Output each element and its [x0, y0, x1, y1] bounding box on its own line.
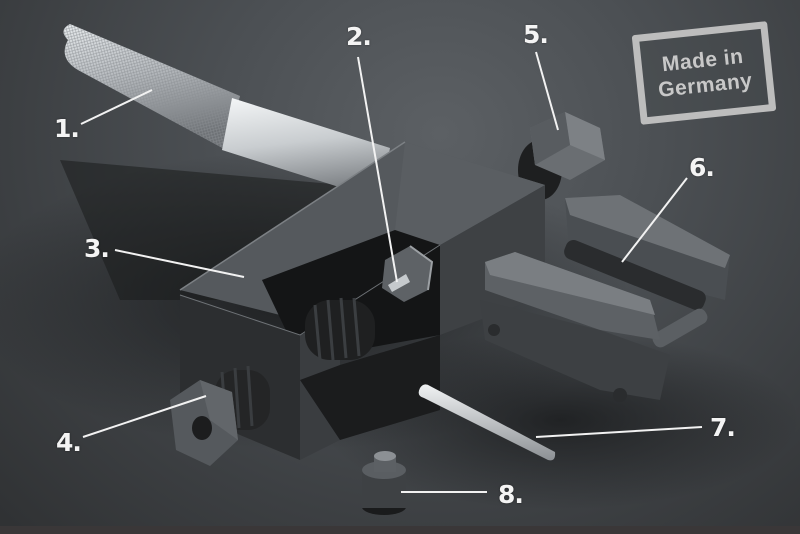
leader-line-7: [535, 426, 703, 438]
callout-1: 1.: [54, 114, 80, 143]
rivet-pin: [418, 384, 556, 461]
leader-lines: [80, 51, 703, 493]
leader-line-1: [80, 89, 153, 125]
callout-4: 4.: [56, 428, 82, 457]
bottom-border: [0, 526, 800, 534]
leader-line-6: [621, 177, 688, 263]
hex-cap-nut: [518, 112, 605, 200]
callout-2: 2.: [346, 22, 372, 51]
callout-8: 8.: [498, 480, 524, 509]
made-in-germany-stamp: Made in Germany: [631, 21, 777, 125]
chain-holder-jaws: [480, 195, 730, 402]
leader-line-4: [82, 395, 207, 438]
pressing-die: [362, 451, 406, 515]
callout-3: 3.: [84, 234, 110, 263]
threaded-spindle: [305, 297, 375, 361]
callout-6: 6.: [689, 153, 715, 182]
knurled-handle: [63, 24, 390, 200]
rivet-pin-nut: [382, 245, 434, 302]
callout-5: 5.: [523, 20, 549, 49]
callout-7: 7.: [710, 413, 736, 442]
leader-line-5: [535, 51, 559, 131]
leader-line-2: [357, 56, 398, 283]
leader-line-3: [114, 249, 245, 278]
